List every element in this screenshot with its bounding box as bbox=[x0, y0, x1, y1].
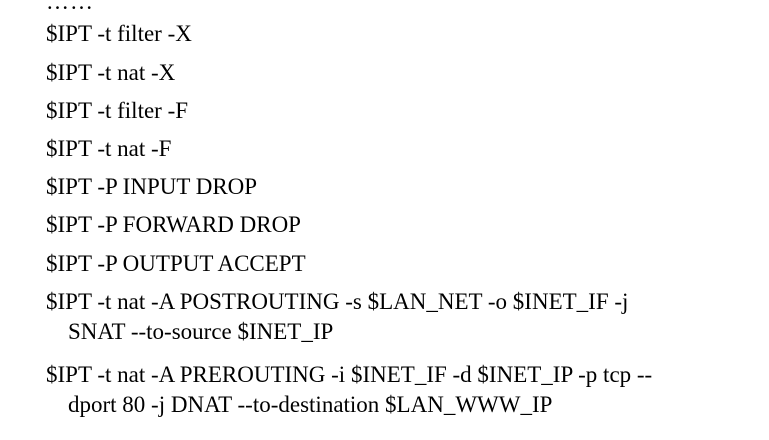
command-line-nat-f: $IPT -t nat -F bbox=[46, 136, 172, 161]
command-line-nat-x: $IPT -t nat -X bbox=[46, 60, 176, 85]
command-line-prerouting-continuation: dport 80 -j DNAT --to-destination $LAN_W… bbox=[68, 392, 553, 417]
command-line-output-accept: $IPT -P OUTPUT ACCEPT bbox=[46, 251, 306, 276]
command-line-filter-x: $IPT -t filter -X bbox=[46, 21, 192, 46]
command-line-postrouting: $IPT -t nat -A POSTROUTING -s $LAN_NET -… bbox=[46, 289, 629, 314]
command-line-postrouting-continuation: SNAT --to-source $INET_IP bbox=[68, 319, 334, 344]
command-line-filter-f: $IPT -t filter -F bbox=[46, 98, 189, 123]
command-line-forward-drop: $IPT -P FORWARD DROP bbox=[46, 212, 301, 237]
command-line-input-drop: $IPT -P INPUT DROP bbox=[46, 174, 258, 199]
ellipsis-text: …… bbox=[46, 0, 94, 14]
command-line-prerouting: $IPT -t nat -A PREROUTING -i $INET_IF -d… bbox=[46, 362, 653, 387]
